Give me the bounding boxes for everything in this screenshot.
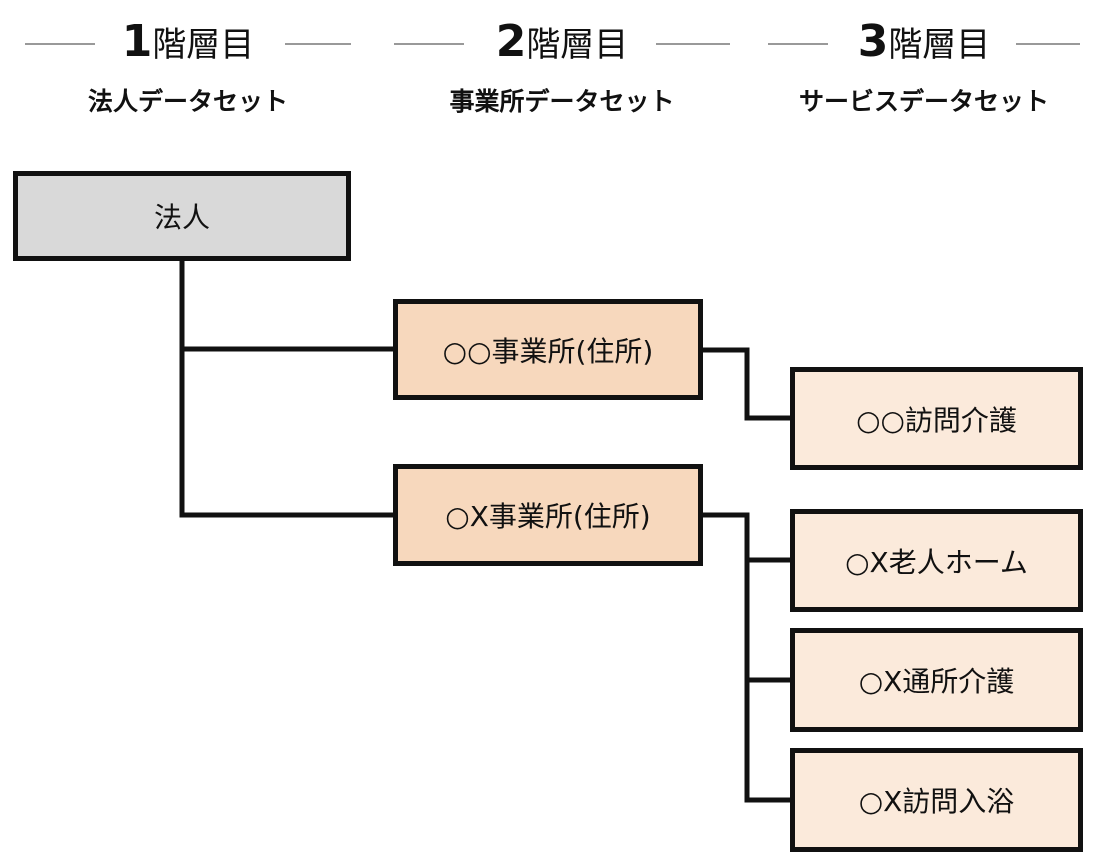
service-node-4: ○X訪問入浴 (790, 748, 1083, 852)
level-number: 3 (857, 16, 889, 67)
level-title: 3階層目 (766, 14, 1082, 79)
header-rule-left (394, 43, 464, 45)
service-label: ○○訪問介護 (856, 403, 1017, 437)
level-header-2: 2階層目 事業所データセット (392, 0, 732, 130)
corporation-label: 法人 (153, 201, 210, 234)
level-header-3: 3階層目 サービスデータセット (766, 0, 1082, 130)
header-rule-right (656, 43, 730, 45)
connector-office-2-trunk (700, 512, 795, 803)
service-label: ○X通所介護 (858, 665, 1015, 698)
office-label: ○X事業所(住所) (445, 500, 651, 533)
header-rule-left (25, 43, 95, 45)
corporation-node: 法人 (13, 171, 351, 261)
level-suffix: 階層目 (888, 25, 991, 65)
office-node-2: ○X事業所(住所) (393, 464, 703, 566)
level-subtitle: 法人データセット (87, 87, 288, 116)
level-header-1: 1階層目 法人データセット (20, 0, 356, 130)
level-subtitle: サービスデータセット (798, 87, 1049, 116)
header-rule-right (285, 43, 351, 45)
service-node-1: ○○訪問介護 (790, 367, 1083, 470)
level-number: 1 (121, 16, 153, 67)
connector-office-1-to-service-1 (700, 347, 795, 421)
office-node-1: ○○事業所(住所) (393, 299, 703, 400)
header-rule-left (768, 43, 828, 45)
level-title: 2階層目 (392, 14, 732, 79)
level-number: 2 (495, 16, 527, 67)
level-suffix: 階層目 (526, 25, 629, 65)
service-label: ○X老人ホーム (845, 545, 1028, 579)
service-node-3: ○X通所介護 (790, 628, 1083, 732)
level-subtitle: 事業所データセット (449, 87, 675, 116)
service-label: ○X訪問入浴 (858, 785, 1015, 818)
level-suffix: 階層目 (152, 25, 255, 65)
office-label: ○○事業所(住所) (442, 334, 654, 368)
service-node-2: ○X老人ホーム (790, 509, 1083, 612)
level-title: 1階層目 (20, 14, 356, 79)
header-rule-right (1016, 43, 1080, 45)
